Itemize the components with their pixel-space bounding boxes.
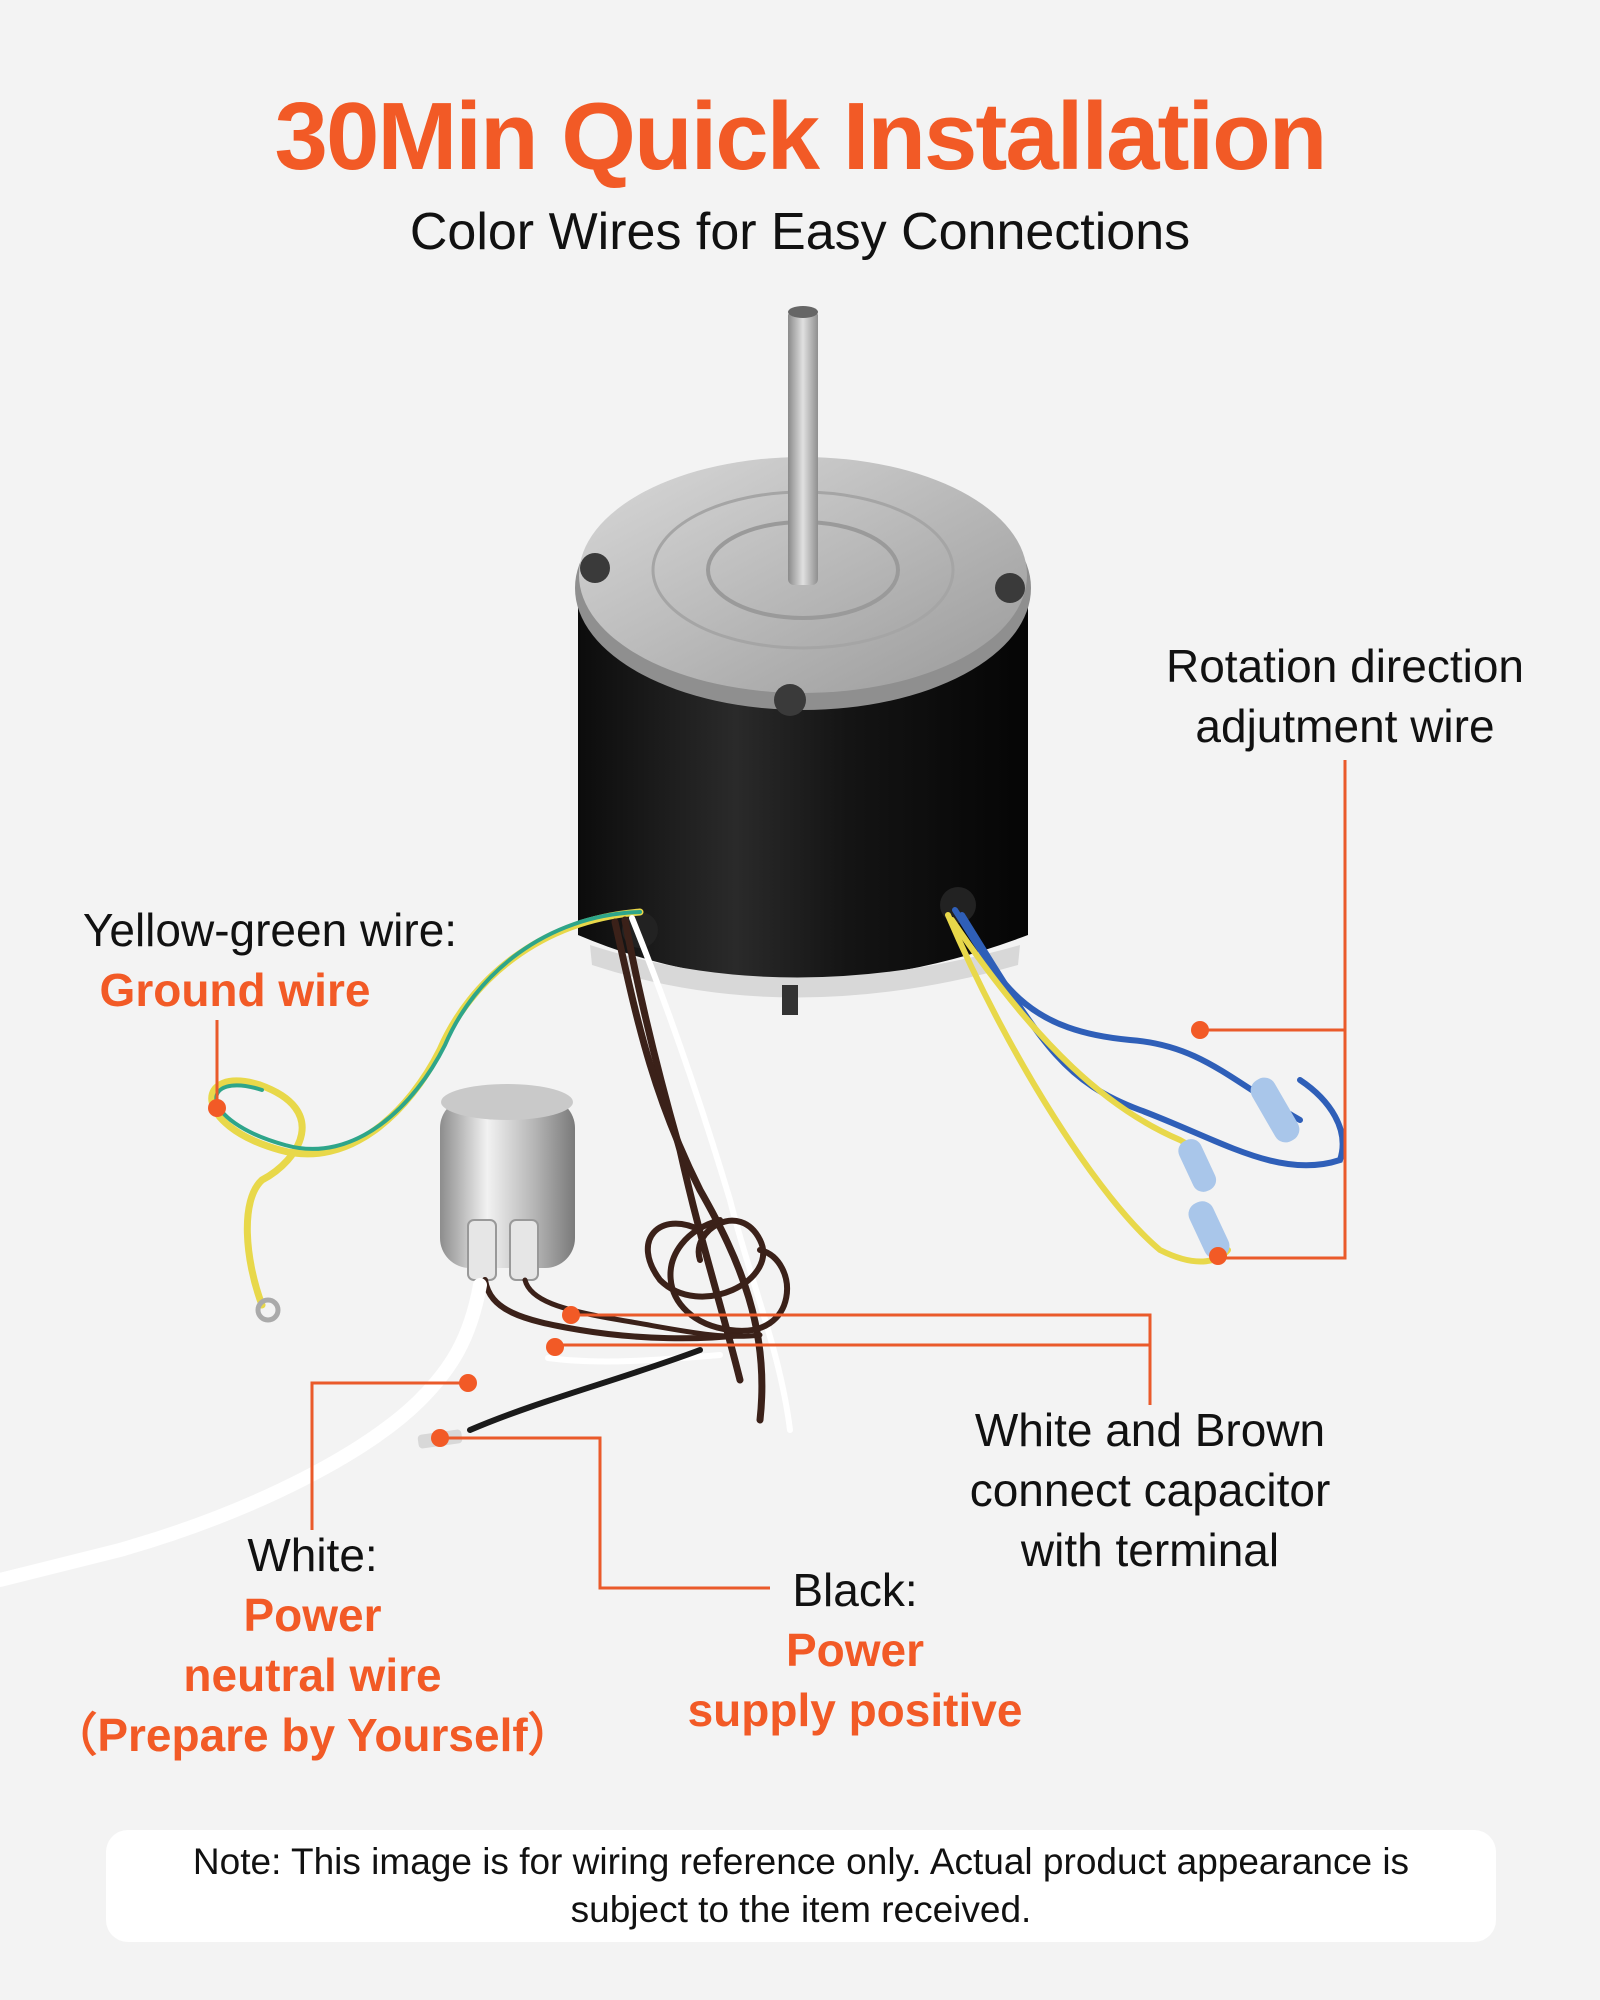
label-black-wire: Black: Power supply positive — [660, 1560, 1050, 1740]
motor-shaft — [788, 310, 818, 585]
callout-lines — [215, 760, 1347, 1590]
label-capacitor-line1: White and Brown — [974, 1404, 1326, 1456]
callout-dot-brown — [562, 1306, 580, 1324]
label-white-accent1: Power — [243, 1589, 382, 1641]
label-capacitor-line2: connect capacitor — [969, 1464, 1331, 1516]
rotation-wires — [945, 907, 1346, 1265]
label-ground-line1: Yellow-green wire: — [82, 904, 458, 956]
label-ground-accent: Ground wire — [99, 964, 371, 1016]
callout-dot-black-power — [431, 1429, 449, 1447]
label-ground-wire: Yellow-green wire: Ground wire — [40, 900, 500, 1020]
callout-dot-white-cap — [546, 1338, 564, 1356]
page-title: 30Min Quick Installation — [274, 83, 1328, 190]
capacitor — [440, 1084, 575, 1281]
callout-dot-ground — [208, 1099, 226, 1117]
label-white-accent2: neutral wire — [183, 1649, 442, 1701]
mounting-bolt — [580, 553, 1025, 716]
label-white-accent3: （Prepare by Yourself） — [51, 1709, 574, 1761]
disclaimer-note: Note: This image is for wiring reference… — [106, 1830, 1496, 1942]
page-subtitle: Color Wires for Easy Connections — [409, 203, 1191, 261]
label-capacitor-line3: with terminal — [1020, 1524, 1280, 1576]
label-rotation-line1: Rotation direction — [1166, 640, 1524, 692]
label-black-accent1: Power — [785, 1624, 925, 1676]
center-wires — [0, 915, 793, 1587]
callout-dots — [208, 1021, 1227, 1447]
callout-dot-white-power — [459, 1374, 477, 1392]
label-white-line1: White: — [247, 1529, 378, 1581]
label-black-line1: Black: — [792, 1564, 918, 1616]
label-capacitor-wires: White and Brown connect capacitor with t… — [900, 1400, 1400, 1580]
label-black-accent2: supply positive — [687, 1684, 1023, 1736]
label-rotation-line2: adjutment wire — [1195, 700, 1495, 752]
callout-dot-rotation-blue — [1191, 1021, 1209, 1039]
label-white-wire: White: Power neutral wire （Prepare by Yo… — [40, 1525, 585, 1765]
callout-dot-rotation-yellow — [1209, 1247, 1227, 1265]
label-rotation-wire: Rotation direction adjutment wire — [1080, 636, 1600, 756]
motor — [575, 306, 1031, 1015]
